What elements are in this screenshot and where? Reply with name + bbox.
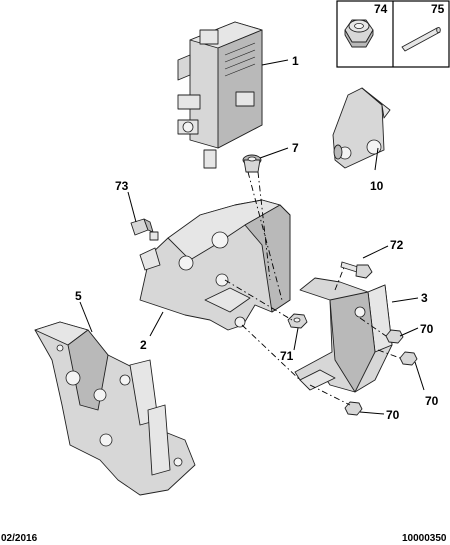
clip-part-73	[130, 218, 159, 241]
callout-2: 2	[140, 338, 147, 352]
callout-70-right: 70	[425, 394, 439, 408]
callout-1: 1	[292, 54, 299, 68]
inset-box	[336, 0, 450, 68]
grommet-part-7	[242, 154, 262, 173]
nut-part-70-right	[399, 351, 418, 366]
footer-reference: 10000350	[402, 533, 447, 544]
assembly-lines	[224, 171, 401, 406]
bracket-part-10	[332, 87, 391, 169]
bracket-part-3	[294, 277, 393, 393]
callouts: 1 7 10 73 72 3 5 2 70 71 70 70 74 75	[75, 2, 445, 422]
callout-72: 72	[390, 238, 404, 252]
callout-5: 5	[75, 289, 82, 303]
module-part-1	[177, 21, 263, 169]
leader-lines	[79, 59, 425, 415]
bracket-part-2	[139, 199, 291, 331]
callout-74: 74	[374, 2, 388, 16]
callout-3: 3	[421, 291, 428, 305]
nut-part-71	[287, 313, 308, 329]
callout-71: 71	[280, 349, 294, 363]
nut-part-70-upper	[385, 329, 404, 344]
footer-date: 02/2016	[1, 533, 38, 544]
pin-75-icon	[401, 26, 441, 52]
callout-70-upper: 70	[420, 322, 434, 336]
callout-70-lower: 70	[386, 408, 400, 422]
nut-74-icon	[344, 19, 374, 48]
bracket-part-5	[34, 321, 196, 496]
callout-73: 73	[115, 179, 129, 193]
callout-10: 10	[370, 179, 384, 193]
callout-7: 7	[292, 141, 299, 155]
nut-part-70-lower	[344, 401, 363, 416]
bolt-part-72	[340, 261, 373, 279]
callout-75: 75	[431, 2, 445, 16]
